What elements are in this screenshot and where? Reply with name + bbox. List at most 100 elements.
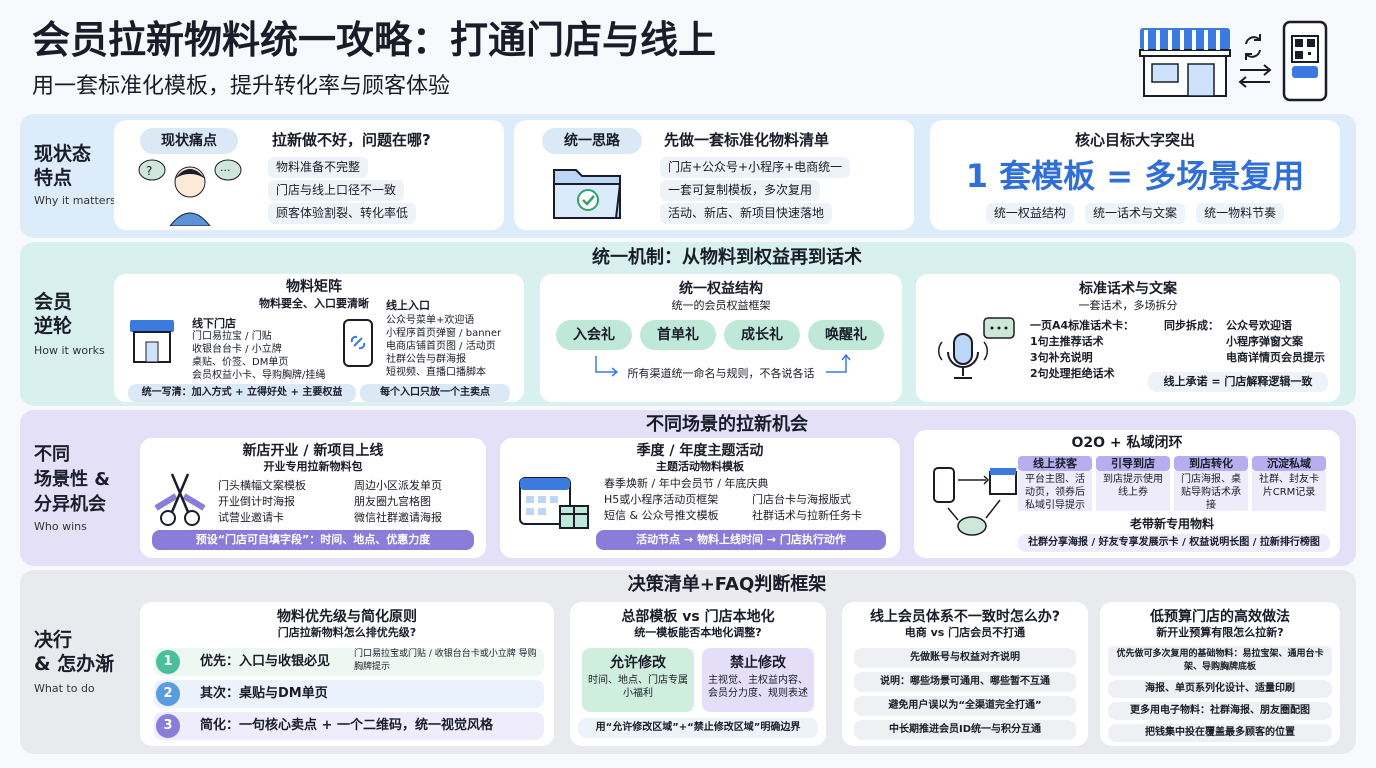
matrix-title: 物料矩阵 xyxy=(286,279,342,295)
microphone-icon xyxy=(938,317,1015,379)
benefit-item: 首单礼 xyxy=(640,320,716,350)
allow-title: 允许修改 xyxy=(610,655,666,671)
newstore-title: 新店开业 / 新项目上线 xyxy=(242,443,384,459)
newstore-subtitle: 开业专用拉新物料包 xyxy=(263,460,363,473)
online-item: 电商店铺首页图 / 活动页 xyxy=(386,341,496,352)
benefit-item: 成长礼 xyxy=(724,320,800,350)
newstore-bar: 预设“门店可自填字段”：时间、地点、优惠力度 xyxy=(152,530,474,550)
budget-item: 更多用电子物料：社群海报、朋友圈配图 xyxy=(1108,702,1332,720)
o2o-col-body: 门店海报、桌贴导购话术承接 xyxy=(1174,471,1248,511)
priority-item: 2 其次：桌贴与DM单页 xyxy=(154,680,544,708)
script-left-item: 一页A4标准话术卡： xyxy=(1030,319,1135,332)
o2o-col-body: 到店提示使用线上券 xyxy=(1096,471,1170,511)
script-right-item: 公众号欢迎语 xyxy=(1226,319,1292,332)
script-right-list: 公众号欢迎语 小程序弹窗文案 电商详情页会员提示 xyxy=(1226,318,1325,366)
offline-item: 会员权益小卡、导购胸牌/挂绳 xyxy=(192,370,326,381)
unify-item: 活动、新店、新项目快速落地 xyxy=(660,203,833,224)
script-right-label: 同步拆成： xyxy=(1164,319,1219,332)
o2o-col-head: 到店转化 xyxy=(1174,456,1248,471)
priority-title: 物料优先级与简化原则 xyxy=(277,609,417,625)
newstore-card: 新店开业 / 新项目上线 开业专用拉新物料包 门头横幅文案模板 开业倒计时海报 … xyxy=(140,438,486,558)
season-item: 短信 & 公众号推文模板 xyxy=(604,509,719,522)
unify-item: 一套可复制模板，多次复用 xyxy=(660,180,821,201)
budget-title: 低预算门店的高效做法 xyxy=(1150,609,1290,625)
online-item: 避免用户误以为“全渠道完全打通” xyxy=(854,696,1076,716)
priority-number: 1 xyxy=(156,650,180,674)
unify-heading: 先做一套标准化物料清单 xyxy=(664,131,830,149)
script-subtitle: 一套话术，多场拆分 xyxy=(1078,299,1178,312)
offline-list: 门口易拉宝 / 门贴 收银台台卡 / 小立牌 桌贴、价签、DM单页 会员权益小卡… xyxy=(192,330,325,382)
o2o-col: 到店转化 门店海报、桌贴导购话术承接 xyxy=(1174,456,1248,511)
offline-title: 线下门店 xyxy=(192,317,236,330)
phone-link-icon xyxy=(343,319,373,367)
row4-subtitle: What to do xyxy=(34,682,95,695)
pain-tag: 现状痛点 xyxy=(140,128,238,154)
online-subtitle: 电商 vs 门店会员不打通 xyxy=(904,626,1026,639)
online-item: 说明：哪些场景可通用、哪些暂不互通 xyxy=(854,672,1076,692)
season-bar: 活动节点 → 物料上线时间 → 门店执行动作 xyxy=(596,530,886,550)
season-title: 季度 / 年度主题活动 xyxy=(636,443,764,459)
script-title: 标准话术与文案 xyxy=(1079,281,1177,297)
svg-text:···: ··· xyxy=(220,164,231,177)
svg-text:?: ? xyxy=(146,164,152,178)
offline-item: 桌贴、价签、DM单页 xyxy=(192,357,289,368)
core-tag: 统一权益结构 xyxy=(985,203,1074,224)
newstore-item: 微信社群邀请海报 xyxy=(354,511,442,524)
row3-heading: 不同场景的拉新机会 xyxy=(646,414,808,435)
sync-arrows-icon xyxy=(1238,34,1272,88)
newstore-item: 门头横幅文案模板 xyxy=(218,479,306,492)
o2o-card: O2O + 私域闭环 线上获客 平台主图、活动页，领券后私域引导提示 引导到店 … xyxy=(914,430,1340,558)
pain-question: 拉新做不好，问题在哪? xyxy=(272,131,431,149)
budget-item: 优先做可多次复用的基础物料：易拉宝架、通用台卡架、导购胸牌底板 xyxy=(1108,646,1332,676)
pain-card: 现状痛点 ? ··· 拉新做不好，问题在哪? 物料准备不完整 门店与线上口径不一… xyxy=(114,120,504,230)
store-phone-illustration xyxy=(1139,20,1328,102)
allow-box: 允许修改 时间、地点、门店专属小福利 xyxy=(582,648,694,712)
online-title: 线上会员体系不一致时怎么办? xyxy=(869,609,1061,625)
priority-card: 物料优先级与简化原则 门店拉新物料怎么排优先级? 1 优先：入口与收银必见 门口… xyxy=(140,602,554,746)
store-icon xyxy=(130,320,174,363)
deny-body: 主视觉、主权益内容、会员分力度、规则表述 xyxy=(708,675,808,699)
row1-subtitle: Why it matters xyxy=(34,194,116,207)
page-title: 会员拉新物料统一攻略：打通门店与线上 xyxy=(32,18,717,62)
benefit-subtitle: 统一的会员权益框架 xyxy=(671,299,771,312)
o2o-col: 线上获客 平台主图、活动页，领券后私域引导提示 xyxy=(1018,456,1092,511)
hq-subtitle: 统一模板能否本地化调整? xyxy=(634,626,762,639)
script-left-list: 一页A4标准话术卡： 1句主推荐话术 3句补充说明 2句处理拒绝话术 xyxy=(1030,318,1134,382)
online-item: 中长期推进会员ID统一与积分互通 xyxy=(854,720,1076,740)
benefit-title: 统一权益结构 xyxy=(679,281,763,297)
folder-check-icon xyxy=(553,169,622,219)
priority-text: 简化：一句核心卖点 + 一个二维码，统一视觉风格 xyxy=(200,718,493,733)
newstore-item: 朋友圈九宫格图 xyxy=(354,495,431,508)
worried-person-icon: ? ··· xyxy=(138,159,242,226)
row3-subtitle: Who wins xyxy=(34,520,87,533)
priority-number: 3 xyxy=(156,714,180,738)
unify-list: 门店+公众号+小程序+电商统一 一套可复制模板，多次复用 活动、新店、新项目快速… xyxy=(660,156,910,225)
o2o-cycle-icon xyxy=(933,467,1017,536)
online-item: 公众号菜单+欢迎语 xyxy=(386,315,475,326)
priority-text: 优先：入口与收银必见 xyxy=(200,654,331,669)
o2o-title: O2O + 私域闭环 xyxy=(1071,435,1183,451)
season-subtitle: 主题活动物料模板 xyxy=(656,460,744,473)
priority-subtitle: 门店拉新物料怎么排优先级? xyxy=(277,626,417,639)
newstore-item: 试营业邀请卡 xyxy=(218,511,284,524)
budget-card: 低预算门店的高效做法 新开业预算有限怎么拉新? 优先做可多次复用的基础物料：易拉… xyxy=(1100,602,1340,746)
script-left-item: 3句补充说明 xyxy=(1030,351,1093,364)
online-item: 小程序首页弹窗 / banner xyxy=(386,328,502,339)
row2-heading: 统一机制：从物料到权益再到话术 xyxy=(592,247,862,268)
core-tags: 统一权益结构 统一话术与文案 统一物料节奏 xyxy=(930,202,1340,224)
season-item: 社群话术与拉新任务卡 xyxy=(752,509,862,522)
season-item: 门店台卡与海报版式 xyxy=(752,493,851,506)
benefit-item: 唤醒礼 xyxy=(808,320,884,350)
priority-number: 2 xyxy=(156,682,180,706)
core-big-text: 1 套模板 = 多场景复用 xyxy=(965,157,1305,195)
unify-card: 统一思路 先做一套标准化物料清单 门店+公众号+小程序+电商统一 一套可复制模板… xyxy=(514,120,914,230)
budget-subtitle: 新开业预算有限怎么拉新? xyxy=(1156,626,1284,639)
offline-item: 门口易拉宝 / 门贴 xyxy=(192,331,272,342)
o2o-col-body: 平台主图、活动页，领券后私域引导提示 xyxy=(1018,471,1092,511)
hq-title: 总部模板 vs 门店本地化 xyxy=(621,609,775,625)
hq-bar: 用“允许修改区域”+“禁止修改区域”明确边界 xyxy=(578,718,818,738)
online-title: 线上入口 xyxy=(386,299,430,312)
deny-title: 禁止修改 xyxy=(730,655,786,671)
script-right-item: 小程序弹窗文案 xyxy=(1226,335,1303,348)
unify-item: 门店+公众号+小程序+电商统一 xyxy=(660,157,851,178)
